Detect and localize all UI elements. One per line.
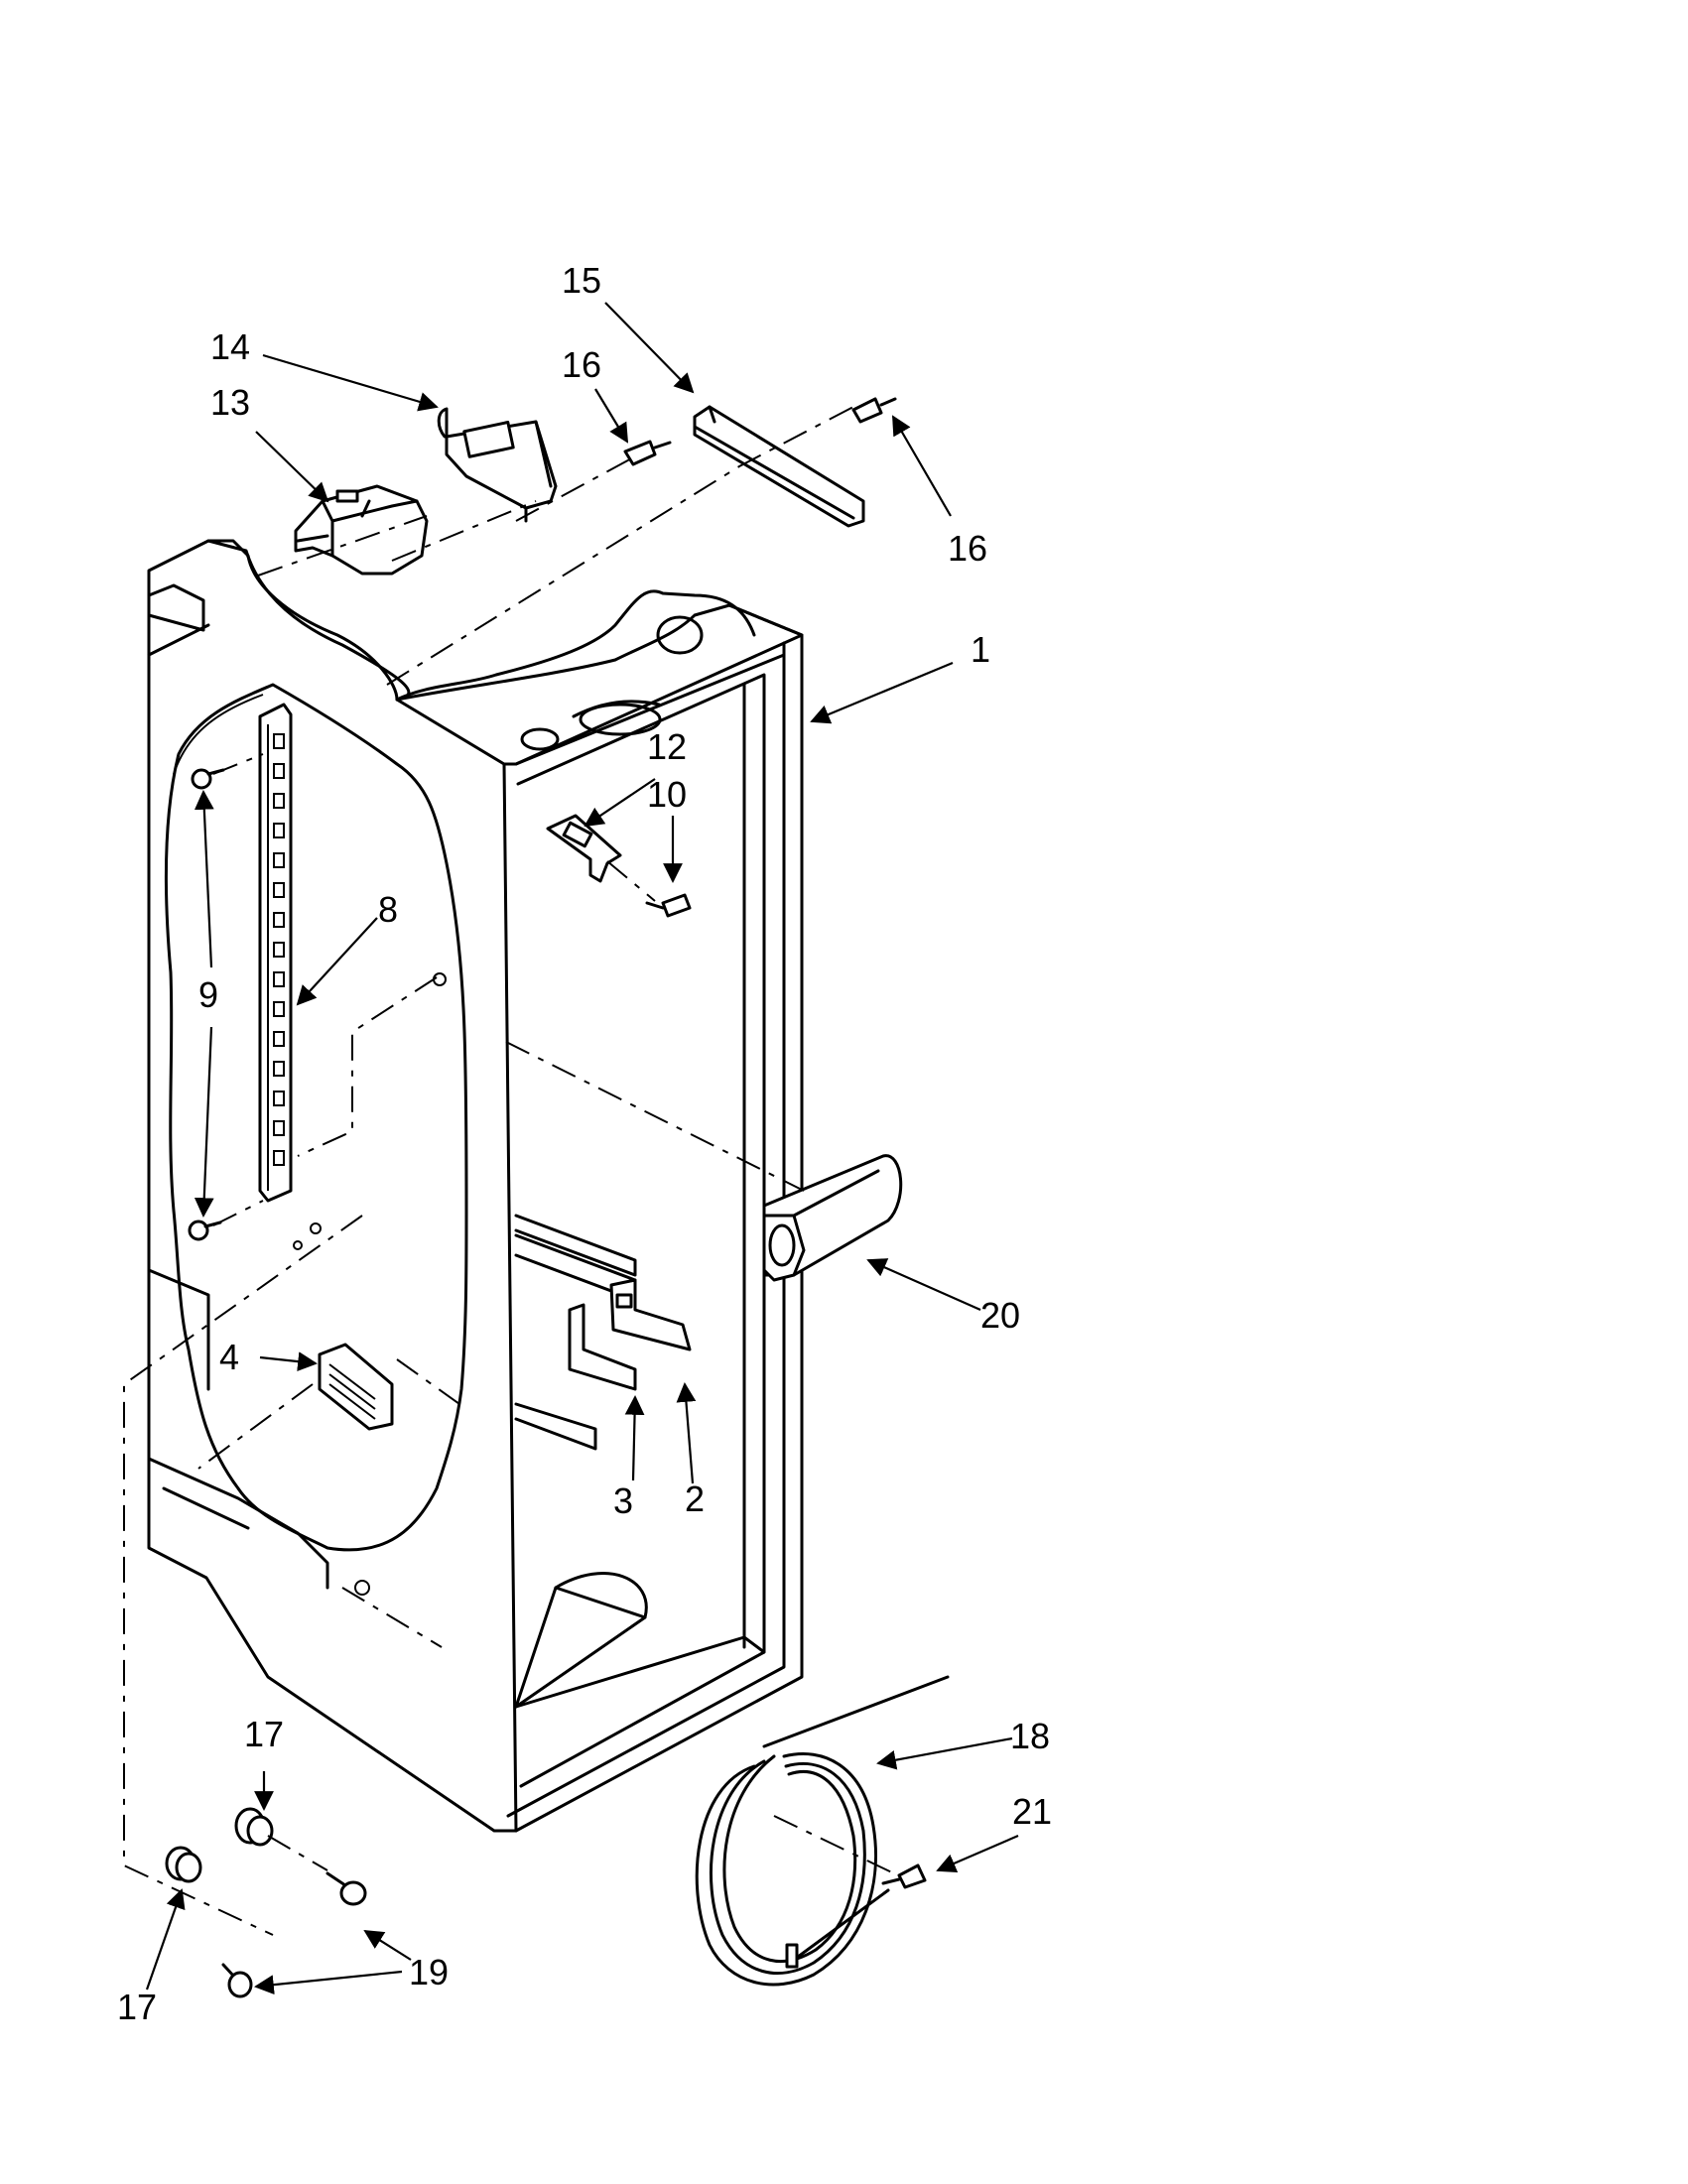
retainer-strip	[609, 1278, 692, 1351]
assembly-lines	[123, 406, 899, 1936]
leader-lines	[145, 302, 1019, 1995]
top-channel	[693, 405, 865, 528]
callout-1: 1	[971, 629, 990, 670]
callout-15: 15	[562, 260, 601, 301]
plug-upper	[234, 1807, 274, 1847]
bracket-screw	[623, 440, 672, 466]
pin-lower	[221, 1963, 253, 1998]
shelf-rail	[258, 703, 293, 1203]
callout-13: 13	[210, 382, 250, 423]
wire-harness	[695, 1675, 950, 1987]
callout-16-right: 16	[948, 528, 987, 569]
callout-8: 8	[378, 889, 398, 930]
callout-19-upper: 19	[409, 1952, 449, 1992]
air-vent	[318, 1343, 394, 1431]
callout-16-left: 16	[562, 344, 601, 385]
control-bracket	[437, 407, 558, 523]
cabinet-liner	[147, 539, 804, 1833]
cover-strip	[568, 1303, 637, 1391]
dispenser-housing	[762, 1154, 903, 1282]
small-bracket	[546, 814, 622, 883]
callout-17-upper: 17	[244, 1714, 284, 1754]
callout-2: 2	[685, 1478, 705, 1519]
plug-lower	[165, 1846, 202, 1883]
control-housing	[294, 484, 429, 576]
callout-10: 10	[647, 774, 687, 815]
harness-screw	[881, 1863, 927, 1889]
callout-20: 20	[980, 1295, 1020, 1336]
callout-14: 14	[210, 326, 250, 367]
pin-upper	[325, 1871, 367, 1906]
callout-labels: 1 2 3 4 8 9 10 12 13 14 15 16 16 17 17 1…	[117, 260, 1052, 2027]
callout-3: 3	[613, 1480, 633, 1521]
callout-18: 18	[1010, 1716, 1050, 1756]
callout-9: 9	[198, 974, 218, 1015]
bracket-screw-10	[645, 893, 692, 918]
channel-screw	[851, 397, 897, 424]
callout-21: 21	[1012, 1791, 1052, 1832]
callout-17-lower: 17	[117, 1987, 157, 2027]
callout-12: 12	[647, 726, 687, 767]
callout-4: 4	[219, 1337, 239, 1377]
